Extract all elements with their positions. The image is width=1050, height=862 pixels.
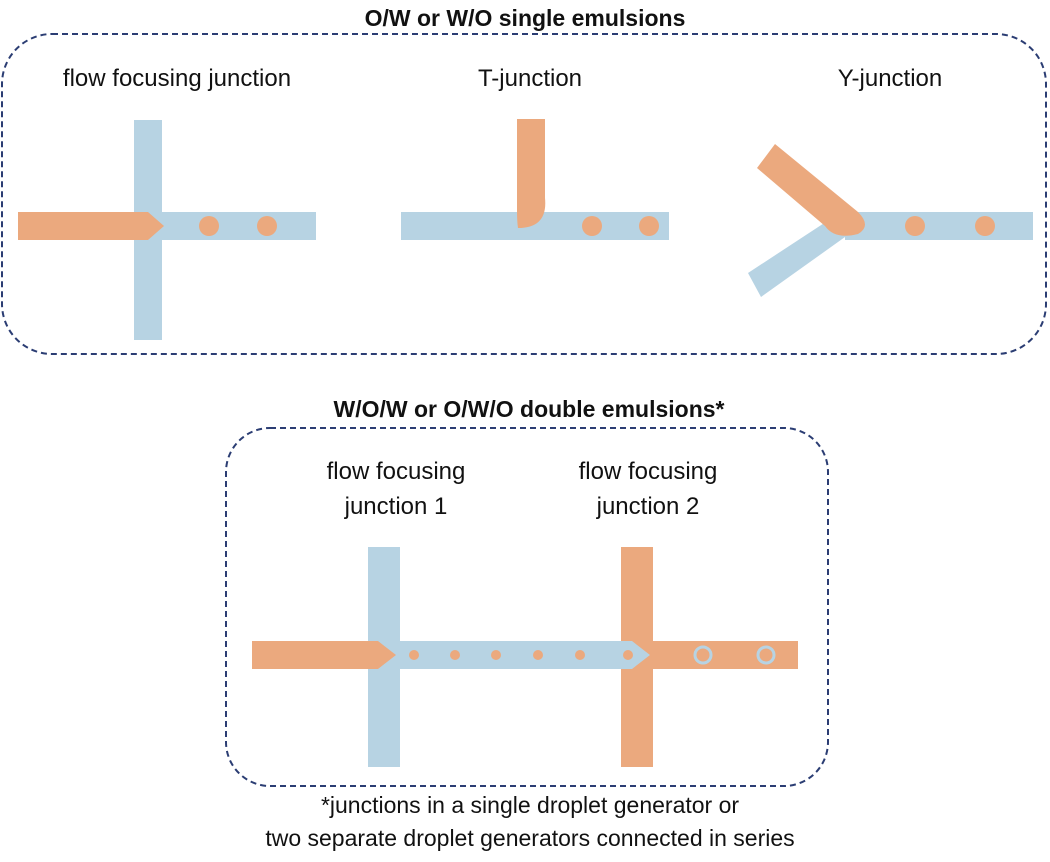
double-emulsions-frame: [225, 427, 829, 787]
main-channel: [845, 212, 1033, 240]
dispersed-phase-side-inlet: [517, 119, 546, 228]
inner-droplet: [575, 650, 585, 660]
single-emulsions-title: O/W or W/O single emulsions: [365, 5, 686, 31]
flow-focusing-junction: flow focusing junction: [18, 65, 316, 340]
inner-droplet: [623, 650, 633, 660]
flow-focusing-junction-label: flow focusing junction: [63, 65, 291, 92]
droplet: [582, 216, 602, 236]
dispersed-phase-inlet: [18, 212, 164, 240]
middle-channel: [368, 641, 650, 669]
droplet: [257, 216, 277, 236]
inner-droplet: [491, 650, 501, 660]
double-emulsion-droplet: [756, 645, 776, 665]
droplet: [905, 216, 925, 236]
t-junction-label: T-junction: [478, 65, 582, 92]
single-emulsions-frame: [1, 33, 1047, 355]
dispersed-phase-branch: [757, 144, 865, 236]
junction-2-label-line-1: flow focusing: [579, 458, 718, 485]
junction-1-label-line-1: flow focusing: [327, 458, 466, 485]
droplet: [975, 216, 995, 236]
droplet: [639, 216, 659, 236]
y-junction: Y-junction: [748, 65, 1033, 297]
single-emulsions-section: O/W or W/O single emulsions flow focusin…: [1, 5, 1047, 355]
outlet-channel: [134, 212, 316, 240]
y-junction-label: Y-junction: [838, 65, 943, 92]
inner-droplet: [533, 650, 543, 660]
droplet: [199, 216, 219, 236]
outlet-channel: [650, 641, 798, 669]
inner-phase-inlet: [252, 641, 396, 669]
flow-focusing-junction-1: [252, 547, 650, 767]
junction-2-label-line-2: junction 2: [596, 493, 700, 520]
double-emulsions-title: W/O/W or O/W/O double emulsions*: [334, 396, 725, 422]
double-emulsions-section: W/O/W or O/W/O double emulsions* flow fo…: [225, 396, 829, 787]
footnote-line-2: two separate droplet generators connecte…: [265, 825, 794, 851]
double-emulsion-droplet: [693, 645, 713, 665]
t-junction: T-junction: [401, 65, 669, 240]
footnote-line-1: *junctions in a single droplet generator…: [321, 792, 739, 818]
middle-phase-tip: [621, 641, 650, 669]
inner-droplet: [409, 650, 419, 660]
junction-1-label-line-2: junction 1: [344, 493, 448, 520]
inner-droplet: [450, 650, 460, 660]
continuous-phase-branch: [748, 214, 852, 297]
